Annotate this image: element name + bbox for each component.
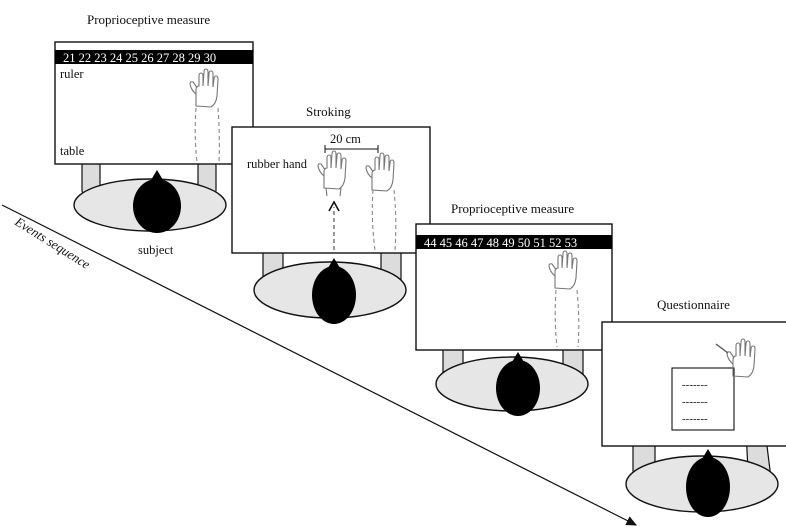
questionnaire-sheet: ------- ------- -------	[671, 367, 735, 431]
panel-title: Proprioceptive measure	[87, 12, 210, 27]
distance-indicator: 20 cm	[324, 132, 379, 153]
subject-setup-2	[253, 247, 407, 324]
subject-head	[133, 179, 181, 233]
subject-setup-3	[435, 342, 589, 416]
subject-nose	[151, 170, 163, 180]
subject-setup-1	[73, 159, 227, 233]
panel-questionnaire: Questionnaire ------- ------- -------	[601, 297, 786, 517]
table-label: table	[60, 144, 85, 158]
writing-hand	[715, 338, 756, 378]
panel-stroking: Stroking 20 cm rubber hand	[231, 104, 431, 324]
questionnaire-line: -------	[682, 413, 708, 425]
subject-label: subject	[138, 243, 174, 257]
panel-title: Proprioceptive measure	[451, 201, 574, 216]
timeline-arrow	[1, 204, 638, 526]
hidden-forearm	[194, 107, 220, 163]
hidden-real-hand	[548, 250, 580, 348]
hidden-real-hand	[189, 68, 220, 163]
subject-head	[686, 457, 730, 517]
ruler-bar	[55, 50, 253, 64]
subject-nose	[512, 352, 524, 362]
ruler-label: ruler	[60, 67, 84, 81]
ruler-numbers: 44 45 46 47 48 49 50 51 52 53	[424, 236, 577, 250]
rubber-hand	[317, 150, 347, 197]
questionnaire-line: -------	[682, 396, 708, 408]
hidden-forearm	[371, 189, 397, 251]
ruler-numbers: 21 22 23 24 25 26 27 28 29 30	[63, 51, 216, 65]
timeline-label: Events sequence	[12, 213, 94, 272]
questionnaire-line: -------	[682, 379, 708, 391]
panel-proprioceptive-measure-2: 44 45 46 47 48 49 50 51 52 53 Propriocep…	[415, 201, 613, 416]
pen	[715, 343, 729, 354]
distance-label: 20 cm	[330, 132, 361, 146]
screen-frame	[231, 126, 431, 254]
panel-title: Stroking	[306, 104, 351, 119]
subject-head	[496, 360, 540, 416]
hidden-real-hand	[365, 152, 397, 251]
subject-nose	[702, 449, 714, 459]
rubber-hand-label: rubber hand	[247, 157, 308, 171]
ruler-bar	[416, 235, 612, 249]
panel-title: Questionnaire	[657, 297, 730, 312]
rubber-hand-wrist	[325, 187, 342, 197]
hidden-forearm	[554, 289, 580, 348]
panel-proprioceptive-measure-1: 21 22 23 24 25 26 27 28 29 30 Propriocep…	[54, 12, 254, 257]
subject-head	[312, 266, 356, 324]
subject-nose	[328, 258, 340, 268]
stroke-direction-arrow	[328, 200, 340, 250]
